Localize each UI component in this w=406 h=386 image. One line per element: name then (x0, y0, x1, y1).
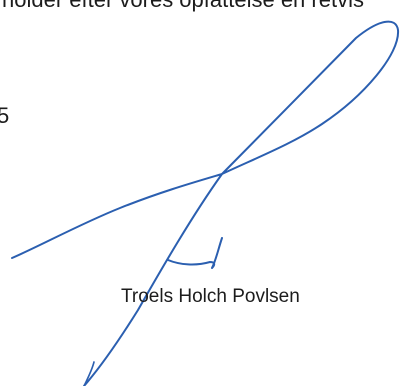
signature-main-stroke (11, 20, 400, 386)
signature-tail-tick (83, 361, 95, 386)
signer-name: Troels Holch Povlsen (121, 286, 300, 307)
page-number-fragment: 5 (0, 103, 10, 128)
body-text-line: holder efter vores opfattelse en retvis (2, 0, 364, 13)
signature-flourish (167, 237, 223, 269)
